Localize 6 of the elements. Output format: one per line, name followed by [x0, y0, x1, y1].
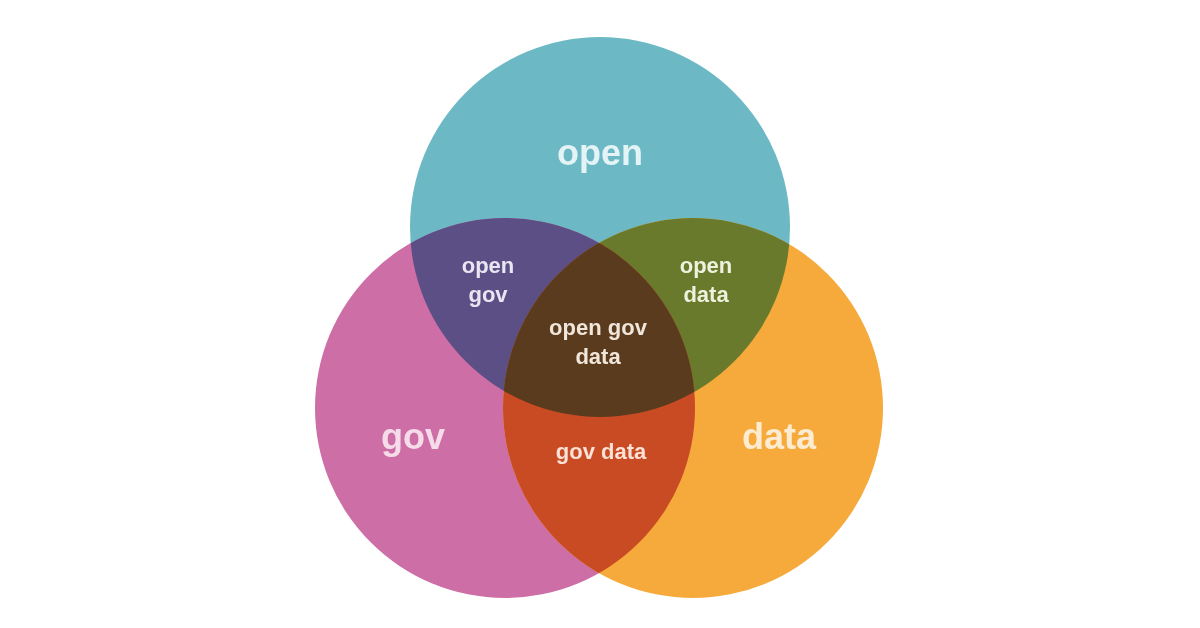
overlap-label: open gov — [443, 252, 533, 310]
set-label: data — [742, 413, 816, 461]
overlap-label: gov data — [555, 437, 647, 467]
set-label: open — [557, 129, 643, 177]
overlap-label: open data — [661, 252, 751, 310]
set-label: gov — [381, 413, 445, 461]
